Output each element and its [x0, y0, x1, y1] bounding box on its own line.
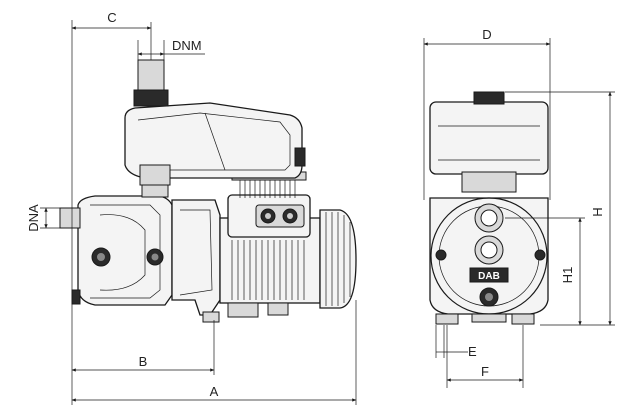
- brand-plate: [469, 267, 509, 283]
- dimension-labels: C DNM DNA B A D H H1 E F DAB: [26, 10, 605, 399]
- brand-logo-text: DAB: [478, 271, 500, 282]
- front-foot-left: [435, 313, 459, 325]
- front-side-bolt-icon: [534, 249, 546, 261]
- label-c: C: [107, 10, 116, 25]
- label-f: F: [481, 364, 489, 379]
- foot-right: [227, 302, 259, 318]
- front-side-bolt-icon: [435, 249, 447, 261]
- label-b: B: [139, 354, 148, 369]
- label-e: E: [468, 344, 477, 359]
- front-controller-housing: [429, 101, 549, 175]
- front-foot-right: [511, 313, 535, 325]
- label-a: A: [210, 384, 219, 399]
- side-view: [59, 59, 357, 323]
- label-h1: H1: [560, 267, 575, 284]
- foot-left: [71, 289, 81, 305]
- controller-housing: [124, 102, 303, 179]
- inlet-pipe: [59, 207, 81, 229]
- label-dnm: DNM: [172, 38, 202, 53]
- pump-casing: [77, 195, 173, 306]
- dimension-lines: [40, 20, 615, 405]
- motor-fins: [231, 240, 305, 300]
- label-dna: DNA: [26, 204, 41, 232]
- label-d: D: [482, 27, 491, 42]
- controller-cable-gland: [294, 147, 306, 167]
- front-view: [429, 91, 549, 325]
- bracket: [171, 199, 221, 316]
- label-h: H: [590, 207, 605, 216]
